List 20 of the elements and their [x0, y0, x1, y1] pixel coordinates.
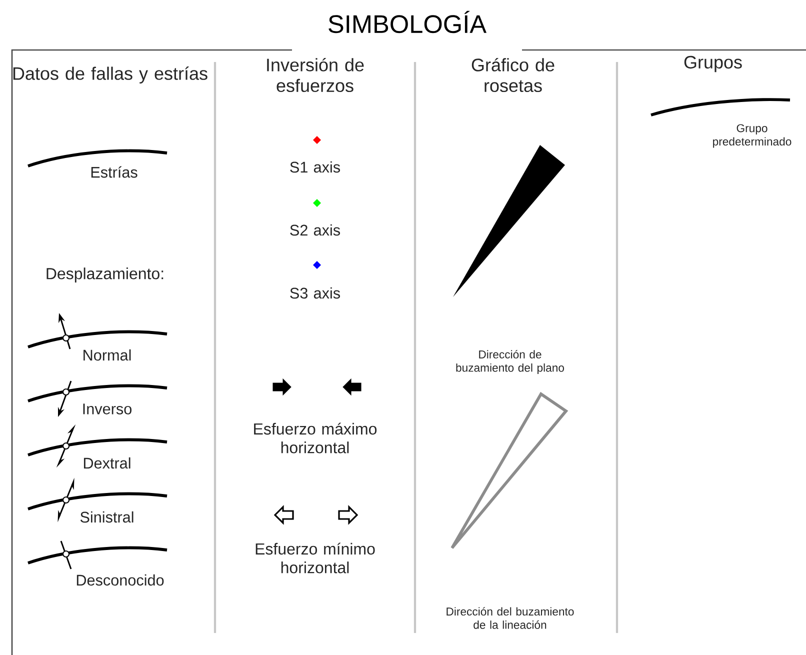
column-heading: Datos de fallas y estrías — [13, 66, 208, 84]
legend-label: S3 axis — [290, 287, 340, 299]
column-heading: Inversión de esfuerzos — [267, 58, 364, 92]
legend-label: Estrías — [91, 166, 138, 178]
column-heading: Desplazamiento: — [46, 268, 164, 282]
legend-label: Esfuerzo máximo horizontal — [254, 422, 377, 454]
column-heading: Gráfico de rosetas — [472, 58, 554, 92]
legend-label: Dirección del buzamiento de la lineación — [446, 607, 574, 629]
legend-label: Grupo predeterminado — [713, 124, 792, 148]
legend-label: Desconocido — [76, 574, 164, 586]
legend-label: Sinistral — [80, 511, 134, 523]
legend-label: Normal — [84, 349, 131, 361]
legend-label: Dirección de buzamiento del plano — [456, 350, 564, 374]
title: SIMBOLOGÍA — [328, 10, 486, 34]
legend-label: Dextral — [84, 457, 130, 469]
legend-label: S2 axis — [290, 224, 340, 236]
legend-label: Inverso — [83, 404, 132, 414]
legend-label: S1 axis — [290, 161, 340, 173]
legend-label: Esfuerzo mínimo horizontal — [256, 542, 375, 574]
column-heading: Grupos — [684, 56, 742, 72]
